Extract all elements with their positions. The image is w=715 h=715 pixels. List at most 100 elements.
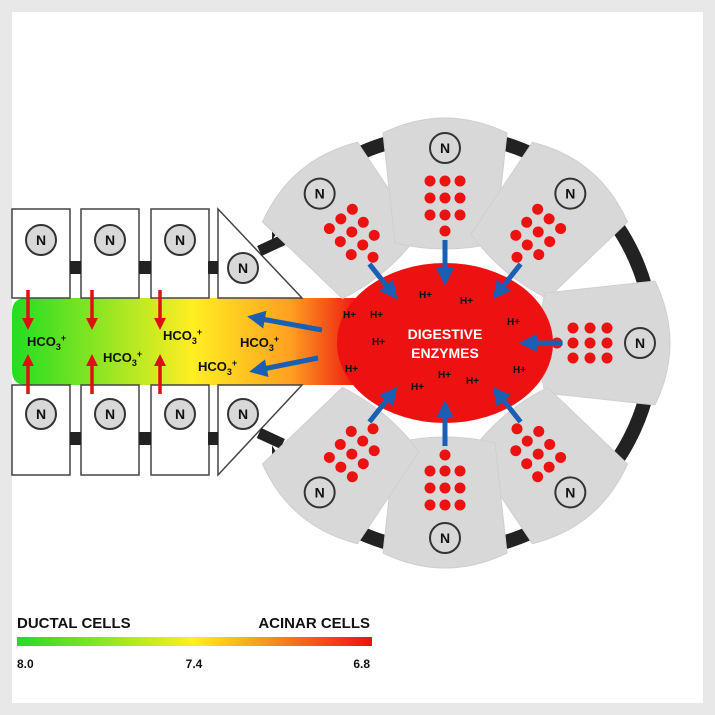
acinar-lumen xyxy=(337,263,553,423)
proton-label: H+ xyxy=(345,364,358,375)
zymogen-granule xyxy=(439,225,451,237)
zymogen-granule xyxy=(346,471,358,483)
acinar-nucleus: N xyxy=(554,476,587,509)
svg-text:N: N xyxy=(175,232,185,248)
acinar-cell: N xyxy=(261,141,420,300)
proton-labels: H+H+H+H+H+H+H+H+H+H+H+ xyxy=(343,290,526,393)
duct-flow-arrow xyxy=(247,310,323,333)
svg-text:N: N xyxy=(105,406,115,422)
zymogen-granule xyxy=(567,322,579,334)
proton-label: H+ xyxy=(513,365,526,376)
zymogen-granule xyxy=(424,465,436,477)
zymogen-granule xyxy=(511,423,523,435)
zymogen-granule xyxy=(368,445,380,457)
ductal-nucleus: N xyxy=(227,398,259,430)
hco3-label: HCO3+ xyxy=(163,327,202,346)
secretion-arrow xyxy=(492,262,523,300)
secretion-arrows xyxy=(247,239,563,447)
ductal-nucleus: N xyxy=(94,224,126,256)
zymogen-granule xyxy=(521,435,533,447)
svg-text:N: N xyxy=(36,232,46,248)
zymogen-granule xyxy=(335,461,347,473)
zymogen-granule xyxy=(532,471,544,483)
acinar-cell: N xyxy=(470,386,629,545)
zymogen-granule xyxy=(357,458,369,470)
zymogen-granule xyxy=(543,461,555,473)
center-label-line2: ENZYMES xyxy=(411,345,479,361)
zymogen-granule xyxy=(532,203,544,215)
proton-label: H+ xyxy=(370,310,383,321)
zymogen-granule xyxy=(439,209,451,221)
svg-text:N: N xyxy=(175,406,185,422)
ductal-nucleus: N xyxy=(227,252,259,284)
zymogen-granule xyxy=(454,209,466,221)
zymogen-granule xyxy=(555,451,567,463)
zymogen-granule xyxy=(439,175,451,187)
proton-label: H+ xyxy=(507,317,520,328)
zymogen-granule xyxy=(439,482,451,494)
zymogen-granule xyxy=(521,216,533,228)
bicarbonate-labels: HCO3+HCO3+HCO3+HCO3+HCO3+ xyxy=(27,327,279,377)
zymogen-granule xyxy=(357,239,369,251)
zymogen-granule xyxy=(424,175,436,187)
acinar-nucleus: N xyxy=(429,132,461,164)
proton-label: H+ xyxy=(419,290,432,301)
acinar-cell: N xyxy=(382,117,508,250)
zymogen-granule xyxy=(424,192,436,204)
zymogen-granule xyxy=(511,251,523,263)
zymogen-granule xyxy=(454,465,466,477)
acinar-nucleus: N xyxy=(303,476,336,509)
proton-label: H+ xyxy=(460,296,473,307)
svg-text:N: N xyxy=(635,335,645,351)
ductal-nucleus: N xyxy=(94,398,126,430)
zymogen-granule xyxy=(424,482,436,494)
secretion-arrow xyxy=(492,386,523,424)
zymogen-granule xyxy=(454,482,466,494)
legend-tick-mid: 7.4 xyxy=(186,657,203,671)
ductal-nuclei: N N N N N N N N xyxy=(25,224,259,430)
zymogen-granule xyxy=(544,438,556,450)
zymogen-granule xyxy=(357,435,369,447)
svg-text:N: N xyxy=(565,484,575,500)
bicarbonate-ion-arrows xyxy=(22,290,166,394)
acinar-nucleus: N xyxy=(554,177,587,210)
zymogen-granule xyxy=(424,499,436,511)
legend-tick-right: 6.8 xyxy=(353,657,370,671)
acinar-cell: N xyxy=(382,436,508,569)
zymogen-granule xyxy=(367,251,379,263)
center-label-line1: DIGESTIVE xyxy=(408,326,483,342)
zymogen-granule xyxy=(357,216,369,228)
zymogen-granule xyxy=(567,352,579,364)
svg-text:N: N xyxy=(105,232,115,248)
svg-text:N: N xyxy=(315,186,325,202)
acinar-nucleus: N xyxy=(303,177,336,210)
ductal-nucleus: N xyxy=(25,398,57,430)
acinar-cells: N N N N N N N xyxy=(261,117,671,569)
duct-flow-arrow xyxy=(249,355,319,378)
zymogen-granule xyxy=(346,203,358,215)
acinar-nucleus: N xyxy=(429,522,461,554)
svg-text:N: N xyxy=(565,186,575,202)
legend-gradient-bar xyxy=(17,637,372,646)
acinar-cell: N xyxy=(470,141,629,300)
zymogen-granule xyxy=(454,499,466,511)
svg-text:N: N xyxy=(440,140,450,156)
zymogen-granule xyxy=(439,192,451,204)
proton-label: H+ xyxy=(411,382,424,393)
zymogen-granule xyxy=(601,337,613,349)
ductal-nucleus: N xyxy=(164,398,196,430)
hco3-label: HCO3+ xyxy=(240,334,279,353)
zymogen-granule xyxy=(439,465,451,477)
zymogen-granule xyxy=(533,425,545,437)
ph-legend: DUCTAL CELLS ACINAR CELLS 8.0 7.4 6.8 xyxy=(17,615,372,671)
zymogen-granule xyxy=(601,322,613,334)
zymogen-granule xyxy=(555,223,567,235)
ductal-nucleus: N xyxy=(25,224,57,256)
zymogen-granule xyxy=(323,223,335,235)
svg-text:N: N xyxy=(36,406,46,422)
zymogen-granule xyxy=(601,352,613,364)
secretion-arrow xyxy=(367,262,398,300)
zymogen-granule xyxy=(334,438,346,450)
zymogen-granule xyxy=(334,236,346,248)
